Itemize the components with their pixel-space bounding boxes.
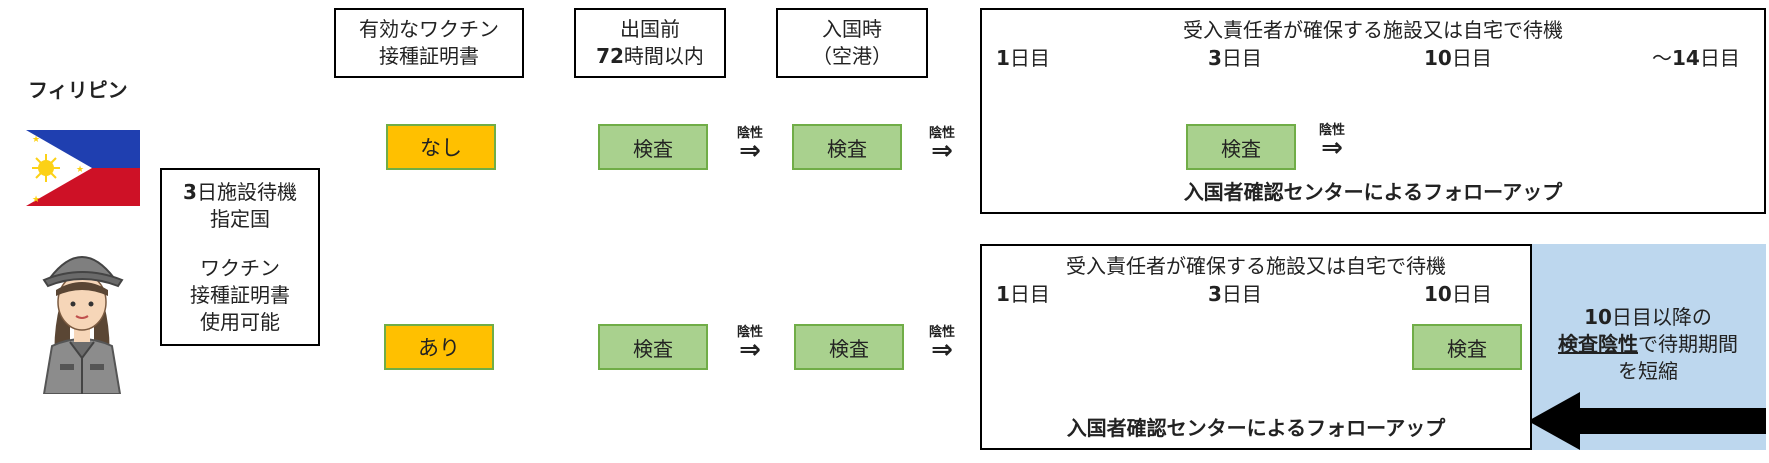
- arrival-test: 検査: [792, 124, 902, 170]
- philippines-flag-icon: ★ ★ ★: [26, 130, 140, 206]
- panel-title: 受入責任者が確保する施設又は自宅で待機: [1066, 254, 1446, 278]
- day-label-3: 3日目: [1208, 46, 1262, 70]
- double-arrow-icon: ⇒: [739, 335, 761, 365]
- info-line2: 指定国: [210, 206, 270, 231]
- country-info-box: 3日施設待機 指定国 ワクチン 接種証明書 使用可能: [160, 168, 320, 346]
- negative-arrow: 陰性⇒: [730, 326, 770, 363]
- info-line1: 3日施設待機: [183, 179, 297, 204]
- arrival-test: 検査: [794, 324, 904, 370]
- day-label-10: 10日目: [1424, 46, 1492, 70]
- negative-arrow: 陰性⇒: [1312, 124, 1352, 161]
- header-arrival-airport: 入国時 （空港）: [776, 8, 928, 78]
- day-label-14: ～14日目: [1652, 46, 1740, 70]
- svg-text:★: ★: [76, 165, 84, 175]
- panel-title: 受入責任者が確保する施設又は自宅で待機: [1183, 18, 1563, 42]
- day10-test: 検査: [1412, 324, 1522, 370]
- big-left-arrow-icon: [1528, 392, 1766, 450]
- header-vaccine-certificate: 有効なワクチン 接種証明書: [334, 8, 524, 78]
- worker-avatar-icon: [30, 234, 134, 395]
- pre-departure-test: 検査: [598, 324, 708, 370]
- day-label-1: 1日目: [996, 282, 1050, 306]
- quarantine-panel-1: [980, 8, 1766, 214]
- negative-arrow: 陰性⇒: [922, 326, 962, 363]
- svg-text:★: ★: [32, 135, 40, 145]
- negative-arrow: 陰性⇒: [730, 127, 770, 164]
- day-label-3: 3日目: [1208, 282, 1262, 306]
- svg-text:★: ★: [32, 195, 40, 205]
- pre-departure-test: 検査: [598, 124, 708, 170]
- day-label-1: 1日目: [996, 46, 1050, 70]
- followup-label: 入国者確認センターによるフォローアップ: [1066, 416, 1446, 440]
- vaccine-status-none: なし: [386, 124, 496, 170]
- double-arrow-icon: ⇒: [931, 335, 953, 365]
- day3-test: 検査: [1186, 124, 1296, 170]
- double-arrow-icon: ⇒: [931, 136, 953, 166]
- negative-arrow: 陰性⇒: [922, 127, 962, 164]
- info-line3: ワクチン: [200, 255, 280, 280]
- info-line5: 使用可能: [200, 309, 280, 334]
- info-line4: 接種証明書: [190, 282, 290, 307]
- header-pre-departure: 出国前 72時間以内: [574, 8, 726, 78]
- double-arrow-icon: ⇒: [739, 136, 761, 166]
- vaccine-status-yes: あり: [384, 324, 494, 370]
- shortening-note-text: 10日目以降の 検査陰性で待期期間 を短縮: [1558, 305, 1738, 383]
- followup-label: 入国者確認センターによるフォローアップ: [1183, 180, 1563, 204]
- country-name: フィリピン: [28, 78, 128, 102]
- double-arrow-icon: ⇒: [1321, 133, 1343, 163]
- day-label-10: 10日目: [1424, 282, 1492, 306]
